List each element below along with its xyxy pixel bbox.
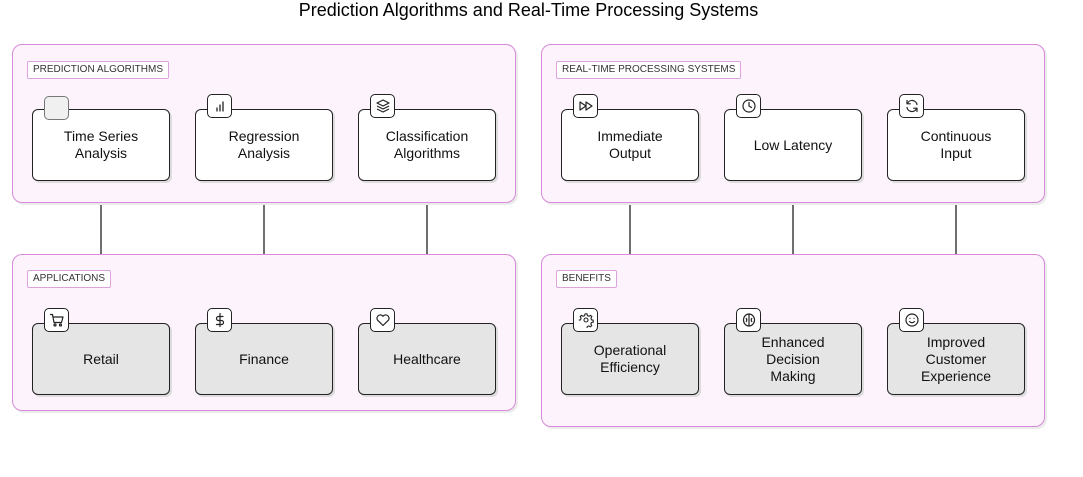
fast-forward-icon bbox=[573, 94, 598, 118]
clock-icon bbox=[736, 94, 761, 118]
node-label: Enhanced Decision Making bbox=[761, 333, 825, 384]
node-classification-algorithms[interactable]: Classification Algorithms bbox=[358, 109, 496, 181]
node-label: Classification Algorithms bbox=[385, 128, 469, 161]
node-label: Regression Analysis bbox=[228, 128, 300, 161]
group-label-realtime: REAL-TIME PROCESSING SYSTEMS bbox=[556, 61, 742, 79]
node-retail[interactable]: Retail bbox=[32, 323, 170, 395]
group-label-prediction: PREDICTION ALGORITHMS bbox=[27, 61, 170, 79]
node-label: Time Series Analysis bbox=[63, 128, 139, 161]
node-continuous-input[interactable]: Continuous Input bbox=[887, 109, 1025, 181]
dollar-icon bbox=[207, 308, 232, 332]
group-label-applications: APPLICATIONS bbox=[27, 270, 112, 288]
node-label: Healthcare bbox=[393, 350, 461, 367]
node-label: Improved Customer Experience bbox=[920, 333, 992, 384]
node-operational-efficiency[interactable]: Operational Efficiency bbox=[561, 323, 699, 395]
node-regression-analysis[interactable]: Regression Analysis bbox=[195, 109, 333, 181]
bar-chart-icon bbox=[207, 94, 232, 118]
diagram-title: Prediction Algorithms and Real-Time Proc… bbox=[298, 0, 759, 20]
layers-icon bbox=[370, 94, 395, 118]
node-label: Low Latency bbox=[753, 136, 833, 153]
refresh-icon bbox=[899, 94, 924, 118]
brain-icon bbox=[736, 308, 761, 332]
node-finance[interactable]: Finance bbox=[195, 323, 333, 395]
smile-icon bbox=[899, 308, 924, 332]
node-time-series-analysis[interactable]: Time Series Analysis bbox=[32, 109, 170, 181]
node-low-latency[interactable]: Low Latency bbox=[724, 109, 862, 181]
node-immediate-output[interactable]: Immediate Output bbox=[561, 109, 699, 181]
group-label-benefits: BENEFITS bbox=[556, 270, 617, 288]
shopping-cart-icon bbox=[44, 308, 69, 332]
node-enhanced-decision-making[interactable]: Enhanced Decision Making bbox=[724, 323, 862, 395]
node-label: Finance bbox=[239, 350, 289, 367]
node-improved-customer-experience[interactable]: Improved Customer Experience bbox=[887, 323, 1025, 395]
node-healthcare[interactable]: Healthcare bbox=[358, 323, 496, 395]
node-label: Continuous Input bbox=[920, 128, 992, 161]
node-label: Operational Efficiency bbox=[593, 342, 667, 375]
blank-icon bbox=[44, 96, 69, 120]
heart-icon bbox=[370, 308, 395, 332]
node-label: Immediate Output bbox=[597, 128, 663, 161]
gear-icon bbox=[573, 308, 598, 332]
node-label: Retail bbox=[83, 350, 119, 367]
